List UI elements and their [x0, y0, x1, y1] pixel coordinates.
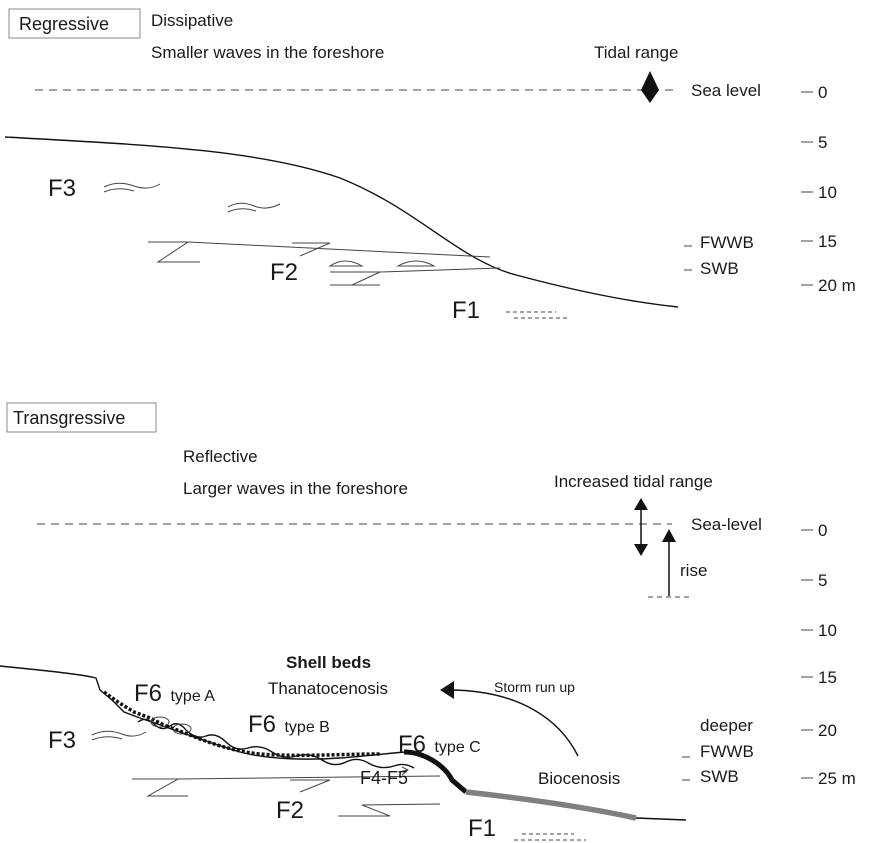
transgressive-swb: SWB — [700, 767, 739, 786]
transgressive-fwwb: FWWB — [700, 742, 754, 761]
regressive-depth-20: 20 m — [818, 276, 856, 295]
transgressive-depth-scale: 0 5 10 15 20 25 m — [801, 521, 856, 788]
transgressive-depth-20: 20 — [818, 721, 837, 740]
regressive-box — [8, 8, 141, 39]
thanatocenosis-label: Thanatocenosis — [268, 679, 388, 698]
erosive-base-wavy — [137, 718, 415, 769]
f6-type-a-shell-bed — [102, 690, 167, 728]
regressive-seafloor-profile — [4, 136, 679, 308]
transgressive-tidal-range: Increased tidal range — [554, 472, 713, 491]
transgressive-depth-0: 0 — [818, 521, 827, 540]
transgressive-label: Transgressive — [13, 408, 125, 428]
transgressive-deeper: deeper — [700, 716, 753, 735]
regressive-beach-type: Dissipative — [151, 11, 233, 30]
regressive-f3-lenses-icon — [103, 182, 281, 213]
transgressive-box — [6, 402, 157, 433]
tidal-range-diamond-icon — [641, 71, 659, 103]
transgressive-depth-15: 15 — [818, 668, 837, 687]
storm-run-up-label: Storm run up — [494, 679, 575, 695]
regressive-swb: SWB — [700, 259, 739, 278]
biocenosis-shell-bed — [465, 789, 637, 821]
regressive-label: Regressive — [19, 14, 109, 34]
storm-run-up-arrow — [447, 689, 579, 757]
transgressive-rise-label: rise — [680, 561, 707, 580]
f4-f5-pointer-icon — [397, 766, 409, 776]
regressive-f2-label: F2 — [270, 259, 298, 286]
regressive-depth-15: 15 — [818, 232, 837, 251]
transgressive-f3-label: F3 — [48, 727, 76, 754]
f6-type-b-shell-bed — [165, 724, 381, 758]
regressive-f2-lens-icon — [328, 260, 364, 267]
transgressive-depth-25: 25 m — [818, 769, 856, 788]
regressive-tidal-range: Tidal range — [594, 43, 678, 62]
f6-type-c-label: F6 type C — [398, 731, 481, 758]
transgressive-beach-type: Reflective — [183, 447, 258, 466]
regressive-depth-scale: 0 5 10 15 20 m — [801, 83, 856, 295]
regressive-depth-5: 5 — [818, 133, 827, 152]
regressive-f3-label: F3 — [48, 175, 76, 202]
regressive-f2-tongue-a — [148, 241, 200, 263]
shell-beds-label: Shell beds — [286, 653, 371, 672]
biocenosis-label: Biocenosis — [538, 769, 620, 788]
regressive-f1-label: F1 — [452, 297, 480, 324]
sea-level-rise-arrow-icon — [662, 529, 676, 596]
transgressive-f2-label: F2 — [276, 797, 304, 824]
regressive-sea-level-label: Sea level — [691, 81, 761, 100]
regressive-depth-0: 0 — [818, 83, 827, 102]
f6-type-b-label: F6 type B — [248, 711, 330, 738]
f6-type-c-shell-bed — [403, 749, 468, 794]
regressive-depth-10: 10 — [818, 183, 837, 202]
transgressive-f1-label: F1 — [468, 815, 496, 842]
transgressive-panel: Transgressive Reflective Larger waves in… — [0, 402, 856, 842]
transgressive-f3-lenses-icon — [91, 730, 147, 741]
transgressive-f2-tongue-a — [132, 778, 188, 797]
regressive-fwwb: FWWB — [700, 233, 754, 252]
f4-f5-label: F4-F5 — [360, 768, 408, 788]
transgressive-depth-10: 10 — [818, 621, 837, 640]
storm-run-up-arrowhead-icon — [440, 681, 454, 699]
f6-type-a-label: F6 type A — [134, 680, 215, 707]
transgressive-sea-level-label: Sea-level — [691, 515, 762, 534]
regressive-waves: Smaller waves in the foreshore — [151, 43, 384, 62]
transgressive-depth-5: 5 — [818, 571, 827, 590]
transgressive-waves: Larger waves in the foreshore — [183, 479, 408, 498]
tidal-range-double-arrow-icon — [634, 498, 648, 556]
regressive-panel: Regressive Dissipative Smaller waves in … — [4, 8, 856, 324]
